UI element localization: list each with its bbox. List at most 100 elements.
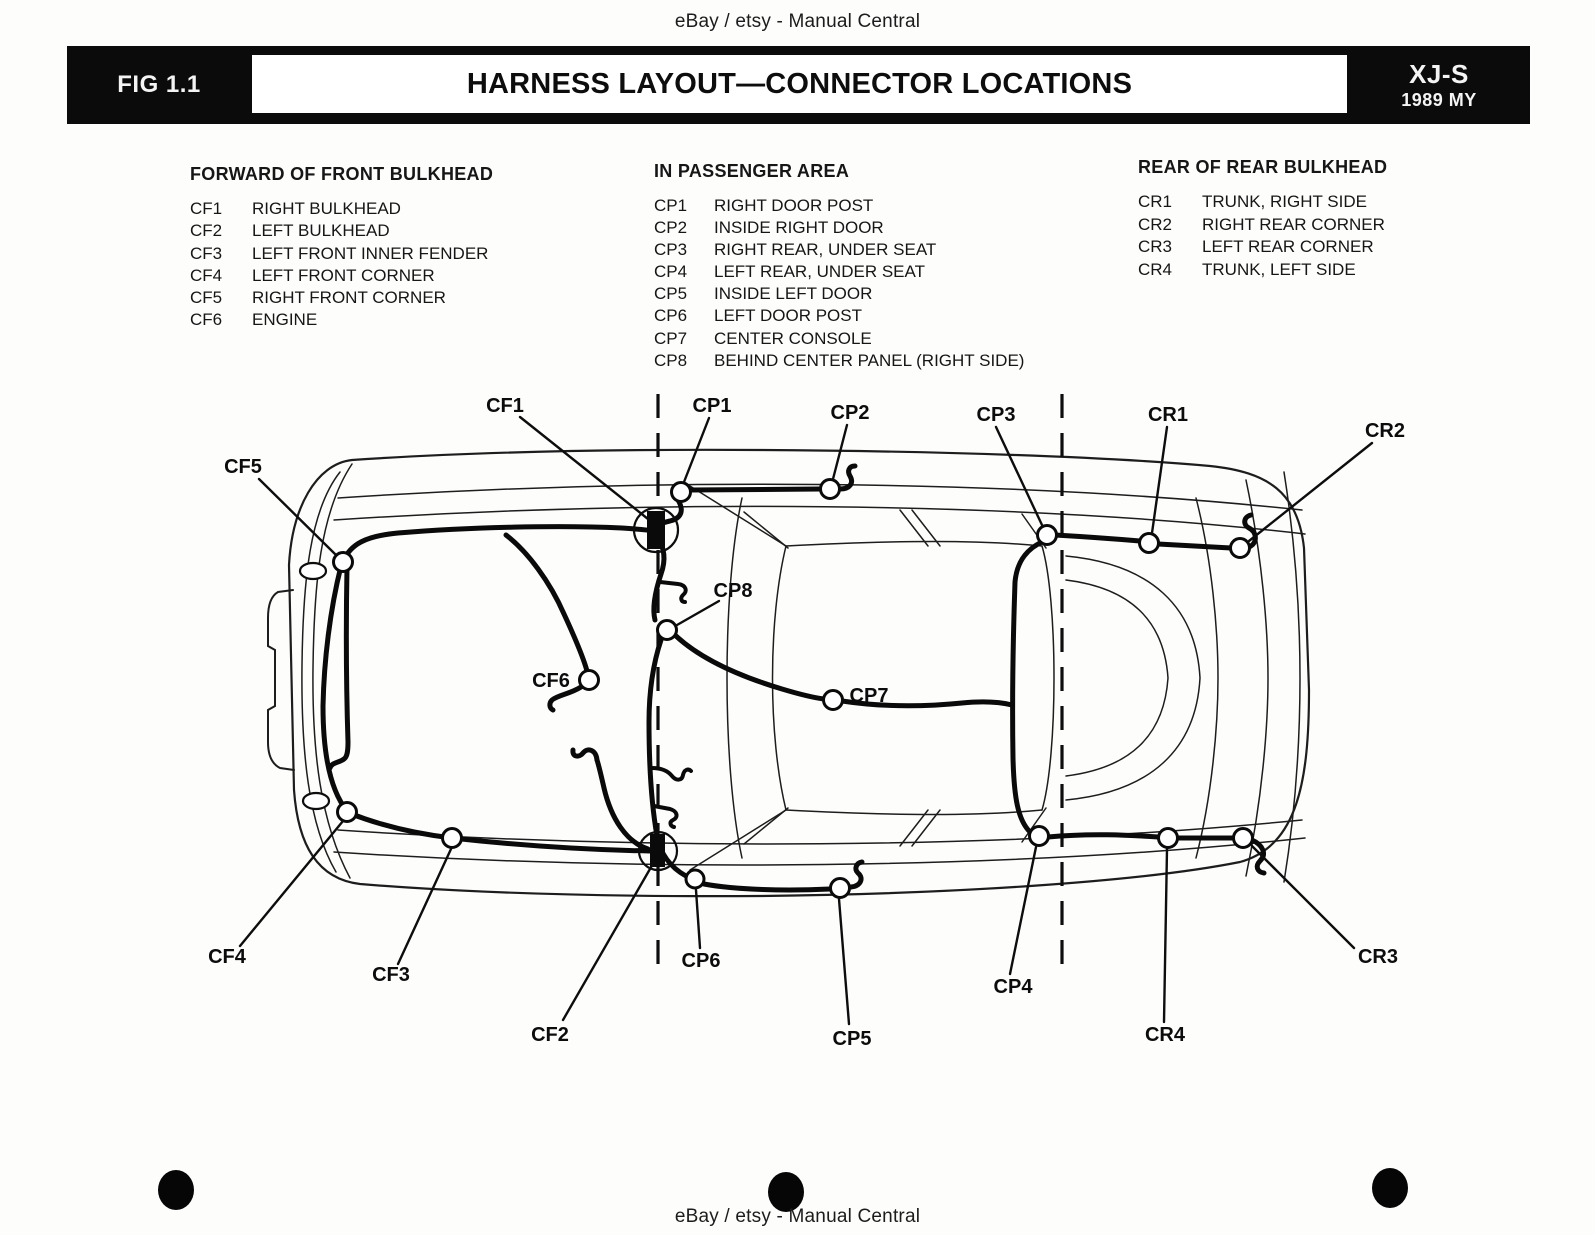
connector-cp2 bbox=[819, 478, 841, 500]
harness-cp7-rear bbox=[839, 698, 1015, 709]
callout-cr1: CR1 bbox=[1148, 404, 1188, 426]
harness-cp6-cp5 bbox=[701, 881, 833, 893]
connector-cr2 bbox=[1229, 537, 1251, 559]
harness-engine-branch bbox=[503, 532, 590, 674]
connector-cp7 bbox=[822, 689, 844, 711]
connector-cp6 bbox=[684, 868, 706, 890]
harness-cp4-cr4 bbox=[1045, 832, 1161, 840]
callout-cf2: CF2 bbox=[531, 1024, 569, 1046]
connector-cf6 bbox=[578, 669, 600, 691]
registration-dot-left bbox=[158, 1170, 194, 1210]
car-body-outline bbox=[267, 448, 1311, 898]
model-box: XJ-S 1989 MY bbox=[1348, 46, 1530, 124]
harness-branch-hook-1 bbox=[658, 580, 688, 604]
callout-cf1: CF1 bbox=[486, 395, 524, 417]
callout-cf6: CF6 bbox=[532, 670, 570, 692]
harness-front-top bbox=[340, 524, 658, 565]
harness-cf2-branch bbox=[594, 757, 651, 852]
connector-cp8 bbox=[656, 619, 678, 641]
callout-cp1: CP1 bbox=[693, 395, 732, 417]
harness-cr1-cr2 bbox=[1155, 541, 1234, 551]
figure-number: FIG 1.1 bbox=[117, 71, 201, 98]
legend-heading: IN PASSENGER AREA bbox=[654, 161, 850, 181]
callout-cp8: CP8 bbox=[714, 580, 753, 602]
connector-cf4 bbox=[336, 801, 358, 823]
harness-cp3-cr1 bbox=[1052, 532, 1143, 544]
top-watermark: eBay / etsy - Manual Central bbox=[674, 11, 921, 32]
bottom-watermark: eBay / etsy - Manual Central bbox=[674, 1206, 921, 1227]
legend-heading: REAR OF REAR BULKHEAD bbox=[1138, 157, 1388, 177]
harness-engine-tail bbox=[547, 684, 584, 713]
connector-cp1 bbox=[670, 481, 692, 503]
harness-cp8-cp7 bbox=[673, 633, 827, 702]
harness-rear-left-vertical bbox=[1010, 538, 1047, 835]
harness-branch-hook-2 bbox=[650, 766, 693, 782]
callout-cf3: CF3 bbox=[372, 964, 410, 986]
callout-cr4: CR4 bbox=[1145, 1024, 1186, 1046]
callout-cp6: CP6 bbox=[682, 950, 721, 972]
callout-cf4: CF4 bbox=[208, 946, 247, 968]
connector-cp5 bbox=[829, 877, 851, 899]
harness-front-bottom bbox=[346, 810, 653, 854]
harness-cf2-branch-hook bbox=[570, 747, 600, 763]
harness-cp2-hook bbox=[837, 463, 858, 492]
callout-cp2: CP2 bbox=[831, 402, 870, 424]
connector-cf3 bbox=[441, 827, 463, 849]
harness-front-inner-stub bbox=[327, 564, 351, 771]
callout-leader-lines bbox=[238, 415, 1374, 1026]
callout-cr2: CR2 bbox=[1365, 420, 1405, 442]
callout-cf5: CF5 bbox=[224, 456, 262, 478]
harness-front-left bbox=[320, 563, 350, 814]
callout-cp4: CP4 bbox=[994, 976, 1034, 998]
harness-cr3-hook bbox=[1249, 837, 1267, 876]
front-bumper bbox=[267, 589, 295, 771]
connector-cf5 bbox=[332, 551, 354, 573]
callout-cp7: CP7 bbox=[850, 685, 889, 707]
connector-cp4 bbox=[1028, 825, 1050, 847]
harness-cp1-cp2 bbox=[687, 486, 823, 493]
figure-title: HARNESS LAYOUT—CONNECTOR LOCATIONS bbox=[466, 67, 1133, 100]
connector-cp3 bbox=[1036, 524, 1058, 546]
connector-cr1 bbox=[1138, 532, 1160, 554]
connector-cr3 bbox=[1232, 827, 1254, 849]
grommet-oval-top bbox=[298, 561, 328, 581]
figure-header-bar: FIG 1.1 HARNESS LAYOUT—CONNECTOR LOCATIO… bbox=[67, 46, 1530, 124]
callout-cr3: CR3 bbox=[1358, 946, 1398, 968]
legend-heading: FORWARD OF FRONT BULKHEAD bbox=[190, 164, 494, 184]
harness-cr2-hook bbox=[1242, 512, 1258, 550]
model-name: XJ-S bbox=[1409, 58, 1469, 89]
harness-cp5-hook bbox=[848, 859, 865, 890]
harness-branch-hook-3 bbox=[652, 804, 679, 829]
connector-cf2 bbox=[637, 830, 679, 872]
wiring-harness bbox=[320, 463, 1267, 893]
callout-cp5: CP5 bbox=[833, 1028, 872, 1050]
registration-dot-center bbox=[768, 1172, 804, 1212]
connector-cf1 bbox=[632, 506, 680, 554]
grommet-oval-bottom bbox=[301, 791, 331, 811]
connector-cr4 bbox=[1157, 827, 1179, 849]
figure-title-box: HARNESS LAYOUT—CONNECTOR LOCATIONS bbox=[251, 54, 1348, 114]
model-year: 1989 MY bbox=[1401, 89, 1477, 110]
